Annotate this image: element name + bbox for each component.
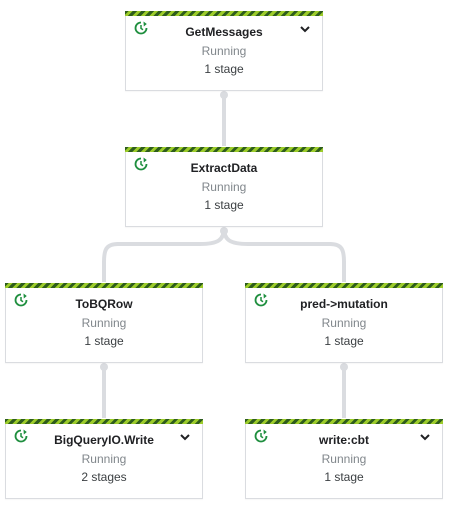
running-stripe xyxy=(245,283,443,288)
step-name: ToBQRow xyxy=(75,297,133,311)
running-status-icon xyxy=(254,429,268,443)
port-getmessages-out xyxy=(220,91,228,99)
step-status: Running xyxy=(321,316,367,330)
port-tobqrow-out xyxy=(100,363,108,371)
step-status: Running xyxy=(201,180,247,194)
connector-extractdata-tobqrow xyxy=(102,227,226,282)
running-stripe xyxy=(5,283,203,288)
step-status: Running xyxy=(81,316,127,330)
running-stripe xyxy=(125,11,323,16)
step-node-bigqueryio-write[interactable]: BigQueryIO.Write Running 2 stages xyxy=(5,419,203,499)
step-node-getmessages[interactable]: GetMessages Running 1 stage xyxy=(125,11,323,91)
step-status: Running xyxy=(321,452,367,466)
step-name: BigQueryIO.Write xyxy=(54,433,154,447)
step-node-write-cbt[interactable]: write:cbt Running 1 stage xyxy=(245,419,443,499)
chevron-down-icon[interactable] xyxy=(299,24,311,34)
step-node-tobqrow[interactable]: ToBQRow Running 1 stage xyxy=(5,283,203,363)
step-stage-count: 1 stage xyxy=(84,334,124,348)
running-status-icon xyxy=(254,293,268,307)
step-stage-count: 2 stages xyxy=(81,470,127,484)
step-stage-count: 1 stage xyxy=(324,334,364,348)
step-status: Running xyxy=(201,44,247,58)
running-status-icon xyxy=(14,429,28,443)
port-predmutation-out xyxy=(340,363,348,371)
running-stripe xyxy=(5,419,203,424)
step-name: GetMessages xyxy=(185,25,263,39)
step-node-extractdata[interactable]: ExtractData Running 1 stage xyxy=(125,147,323,227)
step-stage-count: 1 stage xyxy=(204,62,244,76)
step-stage-count: 1 stage xyxy=(204,198,244,212)
connector-extractdata-predmutation xyxy=(222,227,346,282)
step-name: write:cbt xyxy=(318,433,369,447)
step-name: pred->mutation xyxy=(300,297,388,311)
running-status-icon xyxy=(134,157,148,171)
running-stripe xyxy=(125,147,323,152)
port-extractdata-out xyxy=(220,227,228,235)
running-status-icon xyxy=(14,293,28,307)
step-status: Running xyxy=(81,452,127,466)
step-node-pred-mutation[interactable]: pred->mutation Running 1 stage xyxy=(245,283,443,363)
running-stripe xyxy=(245,419,443,424)
chevron-down-icon[interactable] xyxy=(419,432,431,442)
chevron-down-icon[interactable] xyxy=(179,432,191,442)
running-status-icon xyxy=(134,21,148,35)
step-name: ExtractData xyxy=(190,161,258,175)
step-stage-count: 1 stage xyxy=(324,470,364,484)
